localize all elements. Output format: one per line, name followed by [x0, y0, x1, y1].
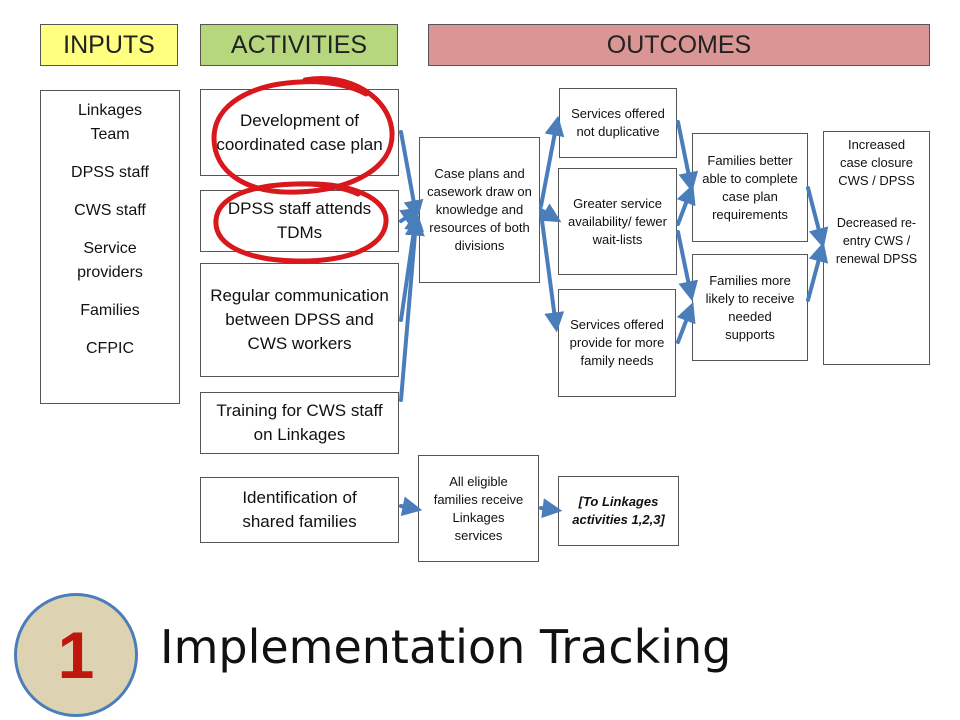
input-item: CFPIC — [86, 340, 134, 357]
outcome-label: Services offered not duplicative — [571, 106, 665, 139]
activity-label: Development of coordinated case plan — [216, 110, 383, 154]
activity-label: Training for CWS staff on Linkages — [216, 401, 383, 444]
input-item: Linkages Team — [77, 102, 143, 143]
outcome-long-term-box: Increased case closure CWS / DPSS Decrea… — [823, 131, 930, 365]
outcome-label: [To Linkages activities 1,2,3] — [572, 494, 665, 527]
outcome-case-plans: Case plans and casework draw on knowledg… — [419, 137, 540, 283]
outcome-families-better-able: Families better able to complete case pl… — [692, 133, 808, 242]
section-number-badge: 1 — [14, 593, 138, 717]
activity-label: Identification of shared families — [242, 488, 357, 531]
inputs-header: INPUTS — [40, 24, 178, 66]
arrow-case-plans-to-not-duplicative — [539, 115, 565, 208]
outcomes-header-label: OUTCOMES — [606, 30, 752, 59]
arrow-identification-to-all-eligible — [399, 496, 423, 517]
input-item: Families — [80, 302, 140, 319]
activity-label: Regular communication between DPSS and C… — [210, 286, 389, 353]
arrow-a1-to-case-plans — [399, 130, 424, 221]
outcome-label: Case plans and casework draw on knowledg… — [427, 166, 532, 253]
arrow-case-plans-to-family-needs — [539, 211, 565, 333]
hand-drawn-circle-a2 — [213, 181, 389, 264]
outcome-label: Greater service availability/ fewer wait… — [568, 195, 667, 247]
hand-drawn-circle-a1 — [211, 76, 395, 195]
outcome-label: Families more likely to receive needed s… — [705, 272, 795, 342]
arrow-availability-to-better-able — [676, 184, 696, 226]
input-item: CWS staff — [74, 202, 146, 219]
input-item: DPSS staff — [71, 164, 149, 181]
outcomes-header: OUTCOMES — [428, 24, 930, 66]
arrow-not-duplicative-to-better-able — [676, 120, 699, 193]
outcome-label: Families better able to complete case pl… — [702, 152, 798, 222]
outcome-to-linkages-activities: [To Linkages activities 1,2,3] — [558, 476, 679, 546]
section-number: 1 — [57, 618, 95, 692]
inputs-box: Linkages Team DPSS staff CWS staff Servi… — [40, 90, 180, 404]
arrow-a4-to-case-plans — [399, 215, 425, 402]
activity-identification-shared-families: Identification of shared families — [200, 477, 399, 543]
activity-regular-communication: Regular communication between DPSS and C… — [200, 263, 399, 377]
activity-label: DPSS staff attends TDMs — [227, 199, 372, 242]
slide-title: Implementation Tracking — [160, 620, 732, 674]
outcome-increased-closure: Increased case closure CWS / DPSS — [838, 137, 915, 188]
outcome-decreased-reentry: Decreased re-entry CWS / renewal DPSS — [835, 216, 918, 266]
activities-header: ACTIVITIES — [200, 24, 398, 66]
input-item: Service providers — [77, 240, 143, 281]
inputs-header-label: INPUTS — [63, 30, 155, 59]
arrow-family-needs-to-more-likely — [676, 302, 696, 344]
arrow-more-likely-to-long-term — [806, 241, 829, 302]
outcome-label: All eligible families receive Linkages s… — [433, 473, 524, 543]
outcome-services-not-duplicative: Services offered not duplicative — [559, 88, 677, 158]
outcome-greater-availability: Greater service availability/ fewer wait… — [558, 168, 677, 275]
arrow-better-able-to-long-term — [806, 186, 829, 249]
outcome-more-family-needs: Services offered provide for more family… — [558, 289, 676, 397]
outcome-label: Services offered provide for more family… — [569, 317, 665, 368]
arrow-case-plans-to-availability — [539, 203, 562, 223]
activity-training-cws: Training for CWS staff on Linkages — [200, 392, 399, 454]
outcome-all-eligible-families: All eligible families receive Linkages s… — [418, 455, 539, 562]
activities-header-label: ACTIVITIES — [230, 30, 368, 59]
arrow-availability-to-more-likely — [676, 230, 699, 302]
arrow-all-eligible-to-to-linkages — [539, 498, 563, 519]
